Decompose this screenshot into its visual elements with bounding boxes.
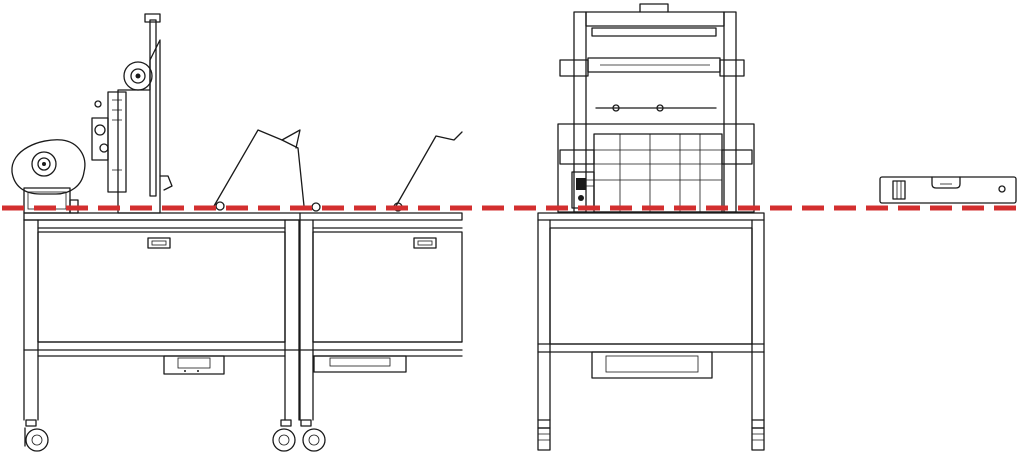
side-view-machine <box>11 13 463 452</box>
spirit-level-icon <box>879 176 1017 204</box>
right-table-frame <box>299 212 463 421</box>
front-table-frame <box>537 212 765 421</box>
feed-chute-1 <box>213 129 321 212</box>
unwinder-assembly <box>11 13 173 214</box>
front-view-machine <box>537 3 765 451</box>
front-machine-body <box>557 3 755 213</box>
caster-wheel-icon <box>537 419 765 451</box>
feed-chute-2 <box>393 131 463 212</box>
left-table-frame <box>23 212 301 421</box>
caster-wheel-icon <box>24 419 326 452</box>
